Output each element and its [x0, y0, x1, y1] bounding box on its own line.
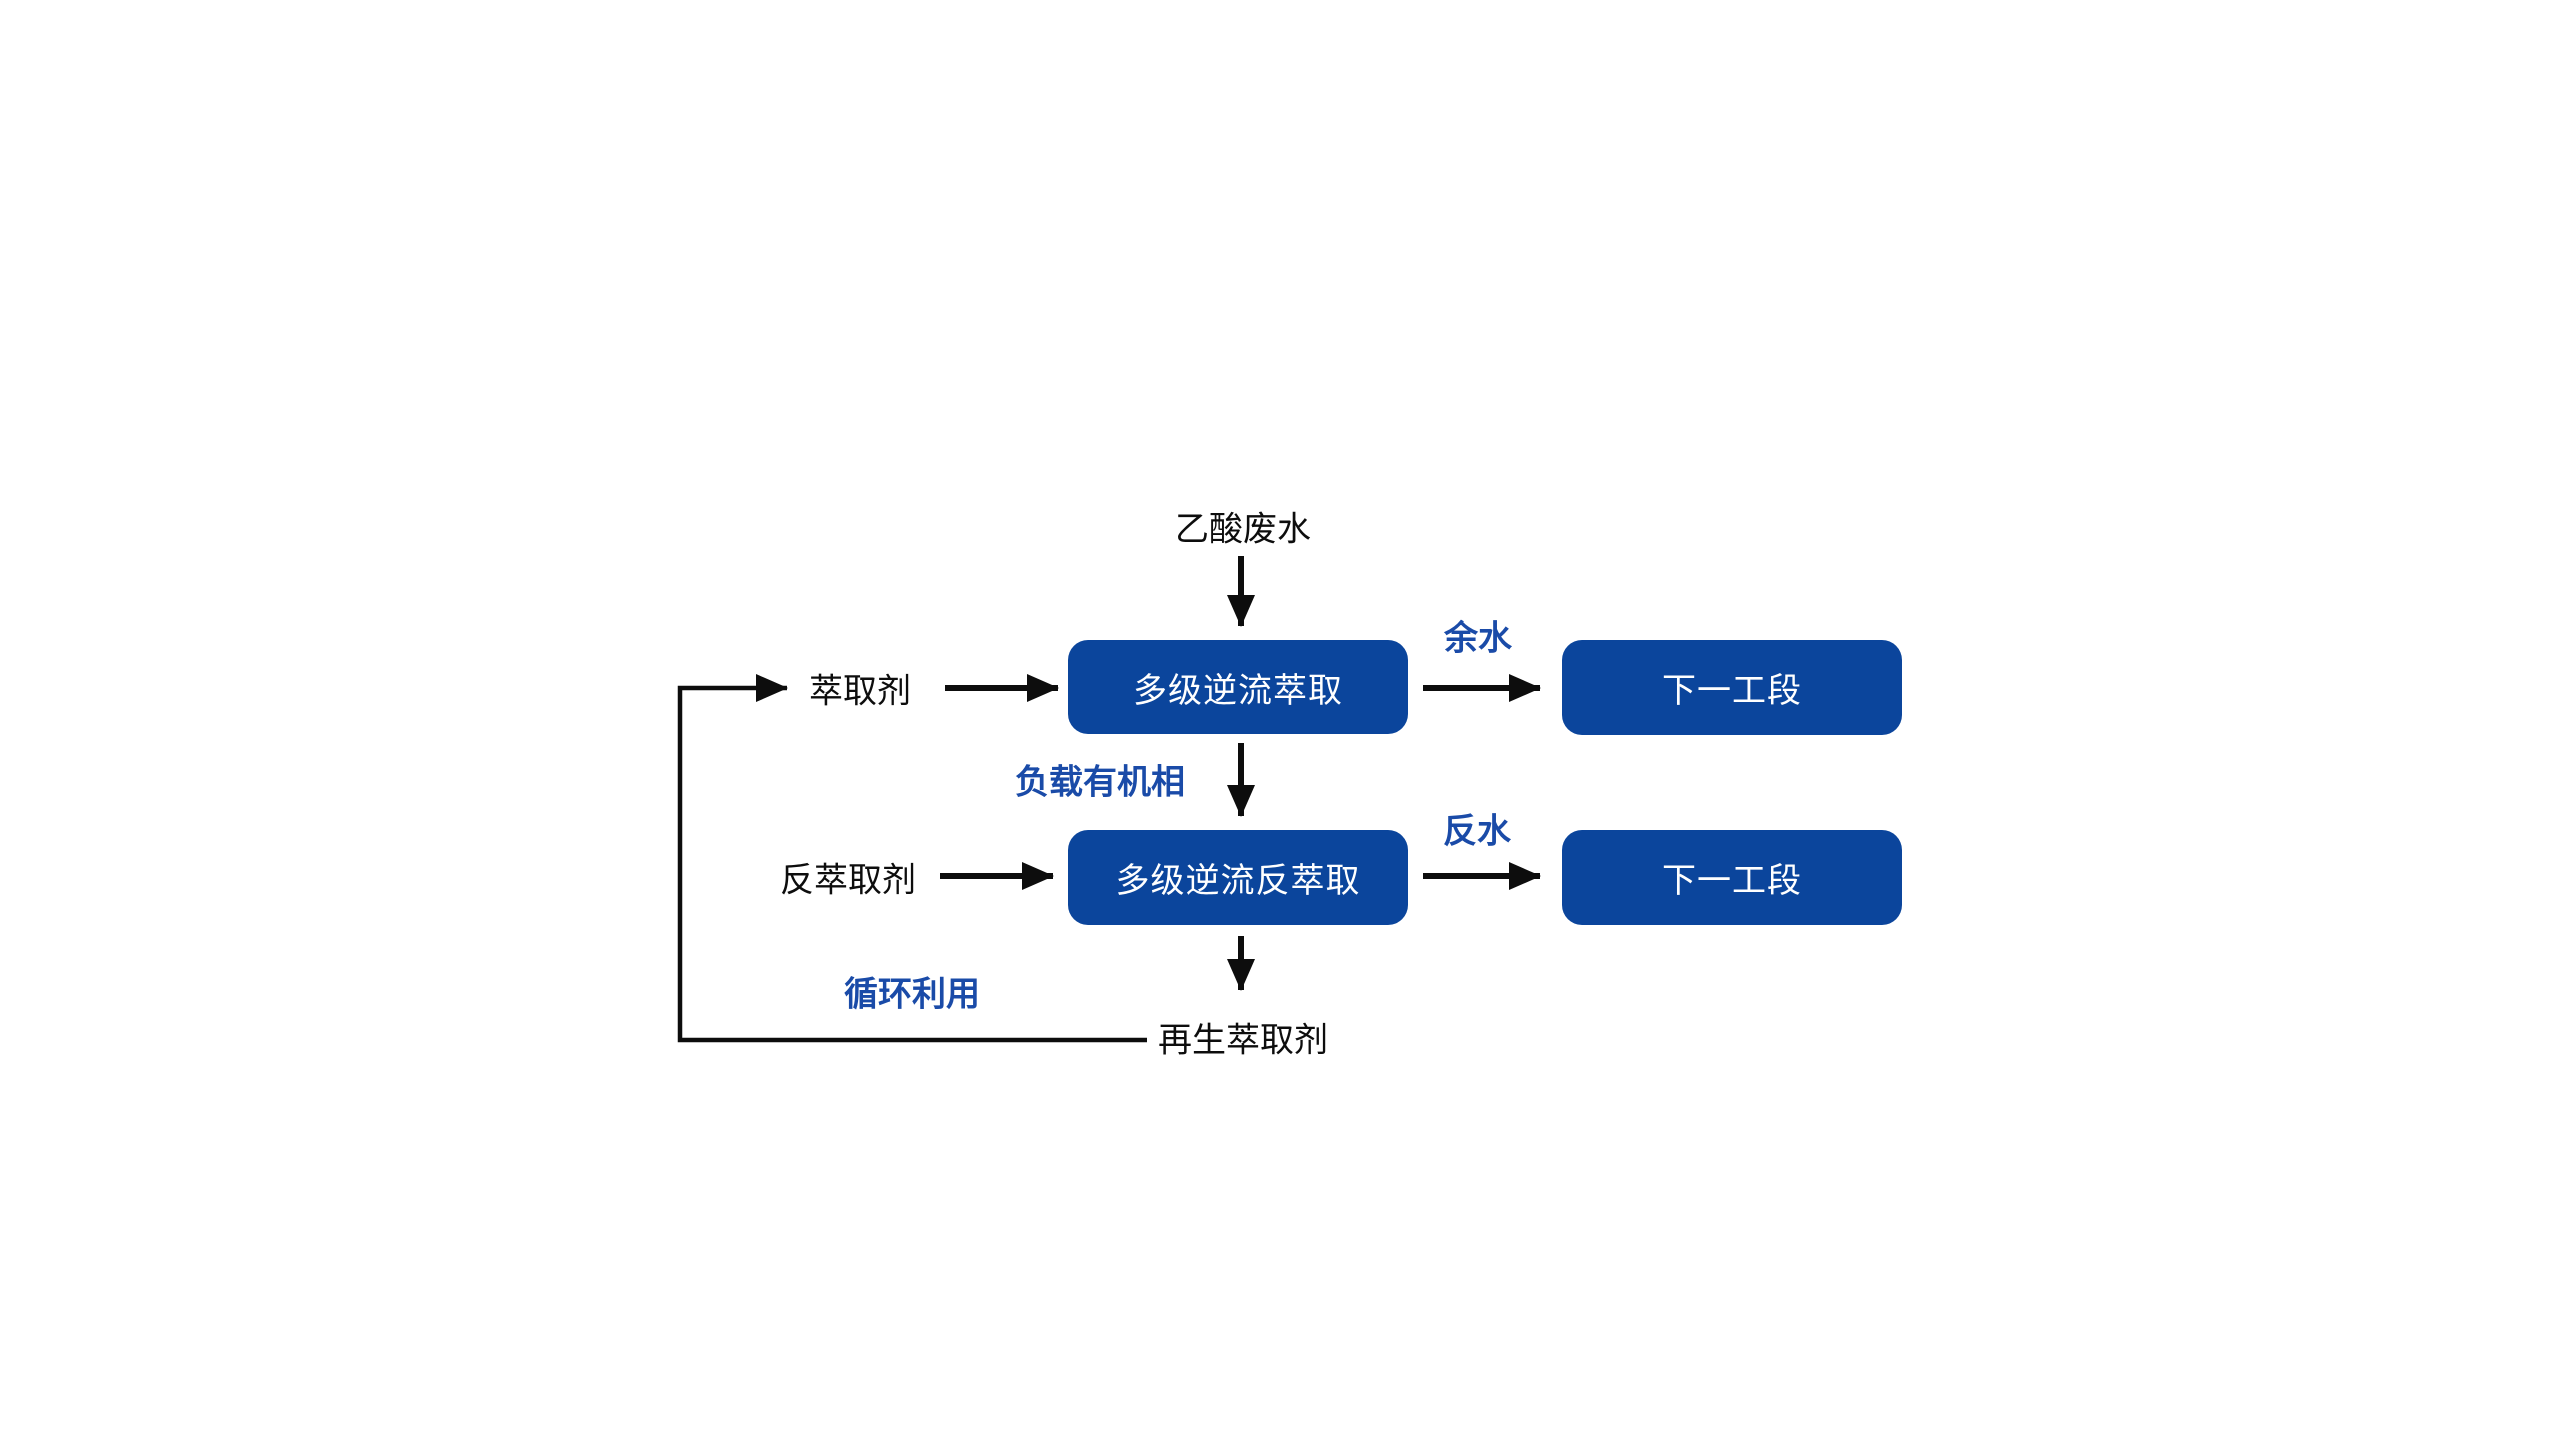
next-stage-box-top: 下一工段	[1562, 640, 1902, 735]
label-regenerated-extractant: 再生萃取剂	[1158, 1021, 1328, 1060]
process-box-multistage-extraction: 多级逆流萃取	[1068, 640, 1408, 734]
label-extractant: 萃取剂	[809, 672, 911, 711]
label-acetic-acid-wastewater: 乙酸废水	[1175, 510, 1311, 549]
label-loaded-organic-phase: 负载有机相	[1015, 763, 1185, 802]
label-back-extractant: 反萃取剂	[780, 861, 916, 900]
process-box-multistage-back-extraction: 多级逆流反萃取	[1068, 830, 1408, 925]
next-stage-box-bottom: 下一工段	[1562, 830, 1902, 925]
label-recycle-use: 循环利用	[844, 975, 980, 1014]
label-back-water: 反水	[1443, 812, 1511, 851]
recycle-loop-line	[677, 674, 1147, 1043]
label-residual-water: 余水	[1444, 619, 1512, 658]
